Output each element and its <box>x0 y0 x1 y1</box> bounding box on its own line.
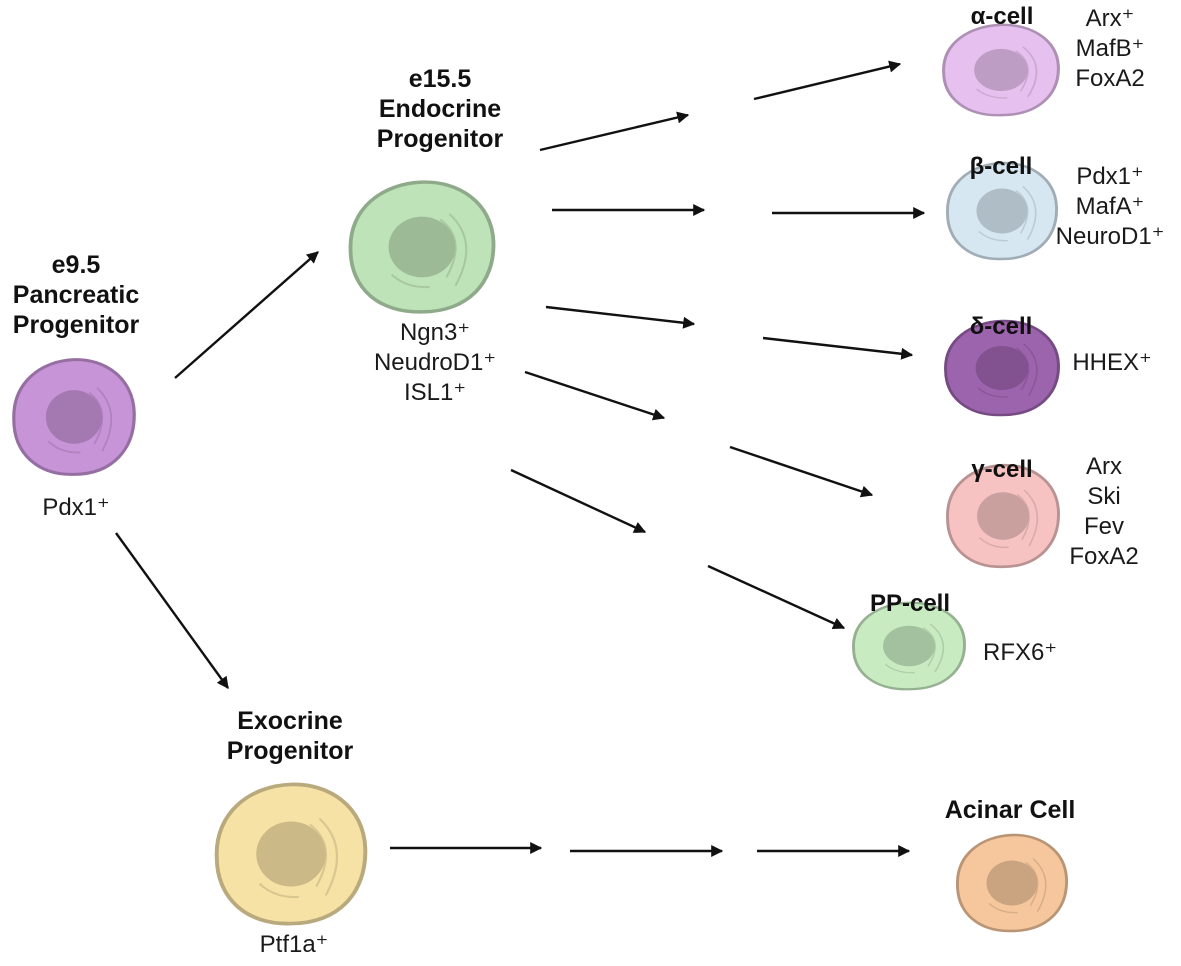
cell-nucleus <box>975 346 1029 390</box>
cell-drawing <box>946 463 1060 569</box>
cell-organelles <box>988 858 1047 914</box>
cell-nucleus <box>45 390 103 444</box>
pp-cell-title: PP-cell <box>869 590 951 617</box>
cell-nucleus <box>977 492 1029 540</box>
arrow-pp-2 <box>707 564 846 630</box>
cell-nucleus <box>883 625 935 667</box>
delta-cell-markers: HHEX⁺ <box>1072 349 1152 376</box>
arrow-alpha-2 <box>753 60 902 101</box>
arrow-pp-1 <box>510 468 647 534</box>
cell-organelles <box>47 387 113 454</box>
cell-drawing <box>852 601 966 691</box>
arrow-gamma-1 <box>524 370 666 421</box>
cell-organelles <box>978 489 1039 549</box>
cell-drawing <box>12 358 136 476</box>
alpha-cell <box>940 22 1062 118</box>
arrow-alpha-1 <box>539 111 690 152</box>
cell-nucleus <box>976 188 1028 234</box>
cell-organelles <box>977 343 1038 398</box>
endocrine-progenitor-cell <box>346 178 498 316</box>
acinar-cell <box>954 832 1070 934</box>
cell-drawing <box>348 180 496 314</box>
delta-cell <box>942 318 1062 418</box>
arrow-to-endocrine <box>174 251 319 379</box>
cell-drawing <box>944 319 1060 417</box>
pancreatic-progenitor-title: e9.5 Pancreatic Progenitor <box>12 251 140 339</box>
arrow-delta-2 <box>762 336 914 360</box>
arrow-delta-1 <box>545 305 696 329</box>
cell-drawing <box>956 833 1068 933</box>
cell-nucleus <box>256 821 326 887</box>
cell-nucleus <box>986 860 1038 906</box>
cell-organelles <box>975 46 1038 99</box>
gamma-cell <box>944 462 1062 570</box>
cell-nucleus <box>974 48 1028 92</box>
cell-drawing <box>946 161 1058 261</box>
beta-cell-markers: Pdx1⁺ MafA⁺ NeuroD1⁺ <box>1055 163 1165 250</box>
beta-cell <box>944 160 1060 262</box>
alpha-cell-title: α-cell <box>970 3 1034 30</box>
cell-drawing <box>942 23 1060 117</box>
endocrine-progenitor-title: e15.5 Endocrine Progenitor <box>376 65 504 153</box>
exocrine-progenitor-markers: Ptf1a⁺ <box>259 931 329 958</box>
gamma-cell-title: γ-cell <box>971 456 1033 483</box>
delta-cell-title: δ-cell <box>969 313 1033 340</box>
pancreatic-progenitor-markers: Pdx1⁺ <box>42 494 110 521</box>
cell-nucleus <box>388 216 456 278</box>
arrow-gamma-2 <box>729 445 874 498</box>
pp-cell <box>850 600 968 692</box>
endocrine-progenitor-markers: Ngn3⁺ NeudroD1⁺ ISL1⁺ <box>373 319 497 406</box>
acinar-cell-title: Acinar Cell <box>944 796 1076 824</box>
exocrine-progenitor-title: Exocrine Progenitor <box>226 707 354 765</box>
alpha-cell-markers: Arx⁺ MafB⁺ FoxA2 <box>1075 5 1145 92</box>
beta-cell-title: β-cell <box>969 153 1033 180</box>
arrow-to-exocrine <box>115 532 229 689</box>
exocrine-progenitor-cell <box>212 780 370 928</box>
cell-organelles <box>884 623 945 674</box>
cell-drawing <box>214 782 368 926</box>
pp-cell-markers: RFX6⁺ <box>982 639 1057 666</box>
pancreatic-progenitor-cell <box>10 356 138 478</box>
cell-organelles <box>978 186 1037 242</box>
gamma-cell-markers: Arx Ski Fev FoxA2 <box>1069 453 1139 570</box>
